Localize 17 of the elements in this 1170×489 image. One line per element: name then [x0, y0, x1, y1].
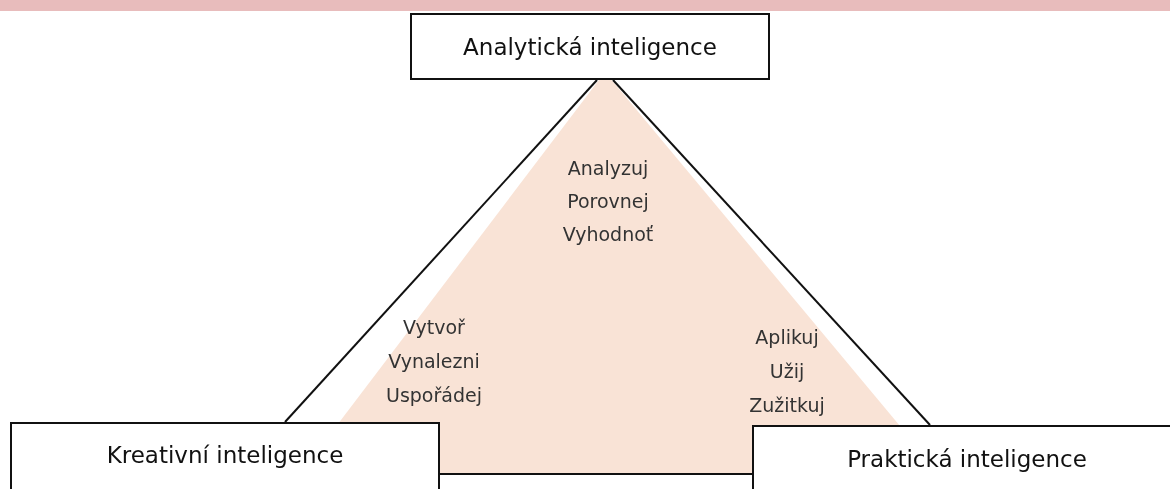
category-title: Praktická inteligence — [847, 446, 1087, 472]
skill-verb: Vynalezni — [388, 350, 480, 372]
skill-verb: Aplikuj — [755, 326, 819, 348]
skill-verb: Vytvoř — [403, 316, 465, 338]
skill-verb: Porovnej — [567, 190, 649, 212]
connector-line — [284, 79, 598, 423]
category-box — [752, 425, 1170, 489]
connector-line — [439, 473, 753, 475]
connector-line — [612, 79, 931, 426]
category-box — [410, 13, 770, 80]
category-title: Kreativní inteligence — [106, 442, 344, 468]
skill-verb: Uspořádej — [386, 384, 482, 406]
category-box — [10, 422, 440, 489]
category-title: Analytická inteligence — [463, 33, 717, 60]
skill-verb: Vyhodnoť — [562, 223, 654, 245]
skill-verb: Užij — [769, 360, 805, 382]
skill-verb: Analyzuj — [567, 157, 649, 179]
